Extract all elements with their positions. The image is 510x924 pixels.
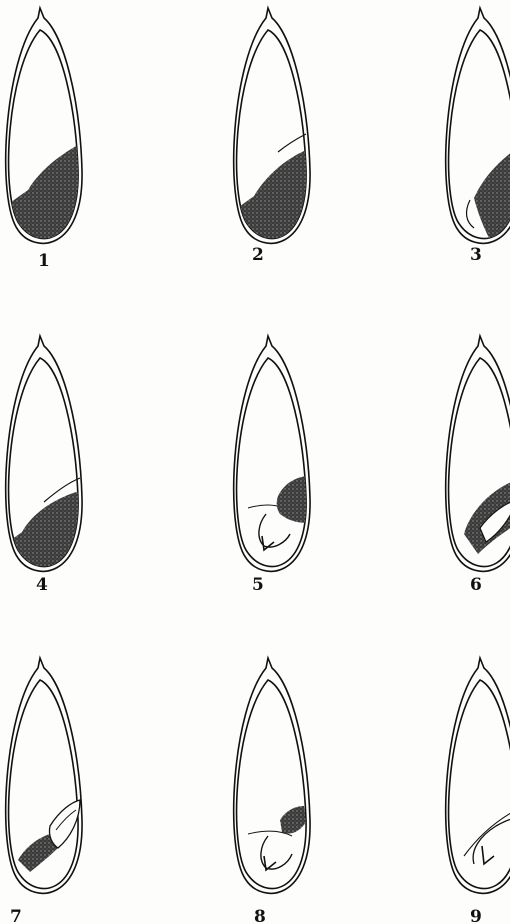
- seed-panel-5: 5: [234, 336, 312, 595]
- dark-mass: [474, 146, 510, 240]
- seed-outline: [446, 658, 510, 893]
- panel-label: 4: [36, 575, 48, 595]
- panel-label: 5: [252, 575, 264, 595]
- embryo-hook: [264, 856, 276, 870]
- embryo-outline: [467, 200, 474, 228]
- seed-panel-9: 9: [446, 658, 510, 924]
- embryo-hook: [262, 536, 274, 550]
- panel-label: 6: [470, 575, 482, 595]
- panel-label: 3: [470, 245, 482, 265]
- seed-outline: [234, 658, 310, 893]
- panel-label: 1: [38, 251, 50, 271]
- seed-panel-3: 3: [446, 8, 510, 265]
- seed-panel-8: 8: [234, 658, 310, 924]
- panel-label: 2: [252, 245, 264, 265]
- seed-panel-1: 1: [0, 8, 90, 271]
- seed-panel-6: 6: [446, 336, 510, 595]
- panel-label: 9: [470, 907, 482, 924]
- seed-panel-7: 7: [6, 658, 82, 924]
- seed-panel-2: 2: [228, 8, 318, 265]
- embryo-hook: [482, 846, 494, 864]
- embryo-outline: [49, 800, 80, 848]
- panel-label: 7: [10, 907, 22, 924]
- dark-mass: [280, 806, 306, 834]
- seed-panel-4: 4: [0, 336, 90, 595]
- panel-label: 8: [254, 907, 266, 924]
- seed-outline: [234, 336, 310, 571]
